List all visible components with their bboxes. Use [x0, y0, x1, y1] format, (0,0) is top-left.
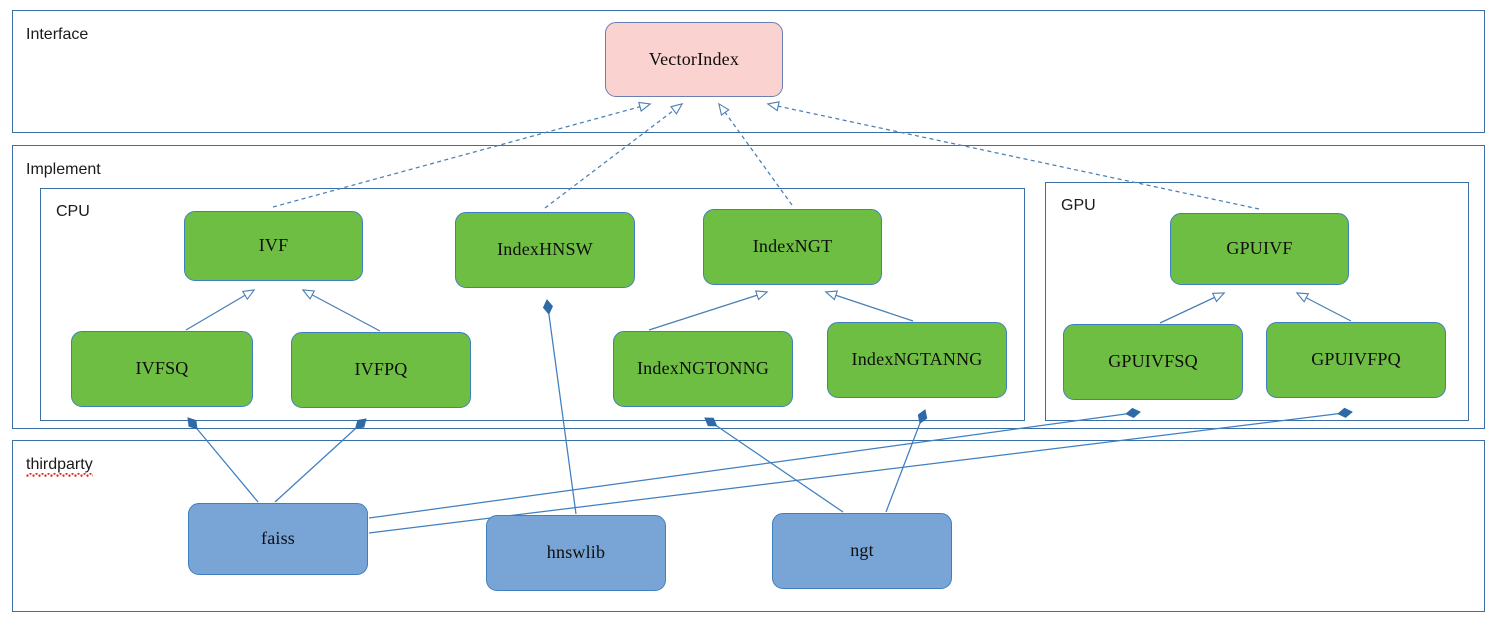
node-indexhnsw[interactable]: IndexHNSW: [455, 212, 635, 288]
group-label-implement: Implement: [26, 161, 101, 178]
node-gpuivfsq[interactable]: GPUIVFSQ: [1063, 324, 1243, 400]
node-ivf[interactable]: IVF: [184, 211, 363, 281]
node-vectorindex[interactable]: VectorIndex: [605, 22, 783, 97]
node-indexngtanng[interactable]: IndexNGTANNG: [827, 322, 1007, 398]
group-label-cpu: CPU: [56, 203, 90, 220]
group-label-interface: Interface: [26, 26, 89, 43]
node-gpuivf[interactable]: GPUIVF: [1170, 213, 1349, 285]
group-label-gpu: GPU: [1061, 197, 1096, 214]
node-ngt[interactable]: ngt: [772, 513, 952, 589]
node-ivfsq[interactable]: IVFSQ: [71, 331, 253, 407]
node-gpuivfpq[interactable]: GPUIVFPQ: [1266, 322, 1446, 398]
node-faiss[interactable]: faiss: [188, 503, 368, 575]
node-indexngtonng[interactable]: IndexNGTONNG: [613, 331, 793, 407]
group-label-thirdparty: thirdparty: [26, 457, 93, 477]
node-indexngt[interactable]: IndexNGT: [703, 209, 882, 285]
node-ivfpq[interactable]: IVFPQ: [291, 332, 471, 408]
node-hnswlib[interactable]: hnswlib: [486, 515, 666, 591]
